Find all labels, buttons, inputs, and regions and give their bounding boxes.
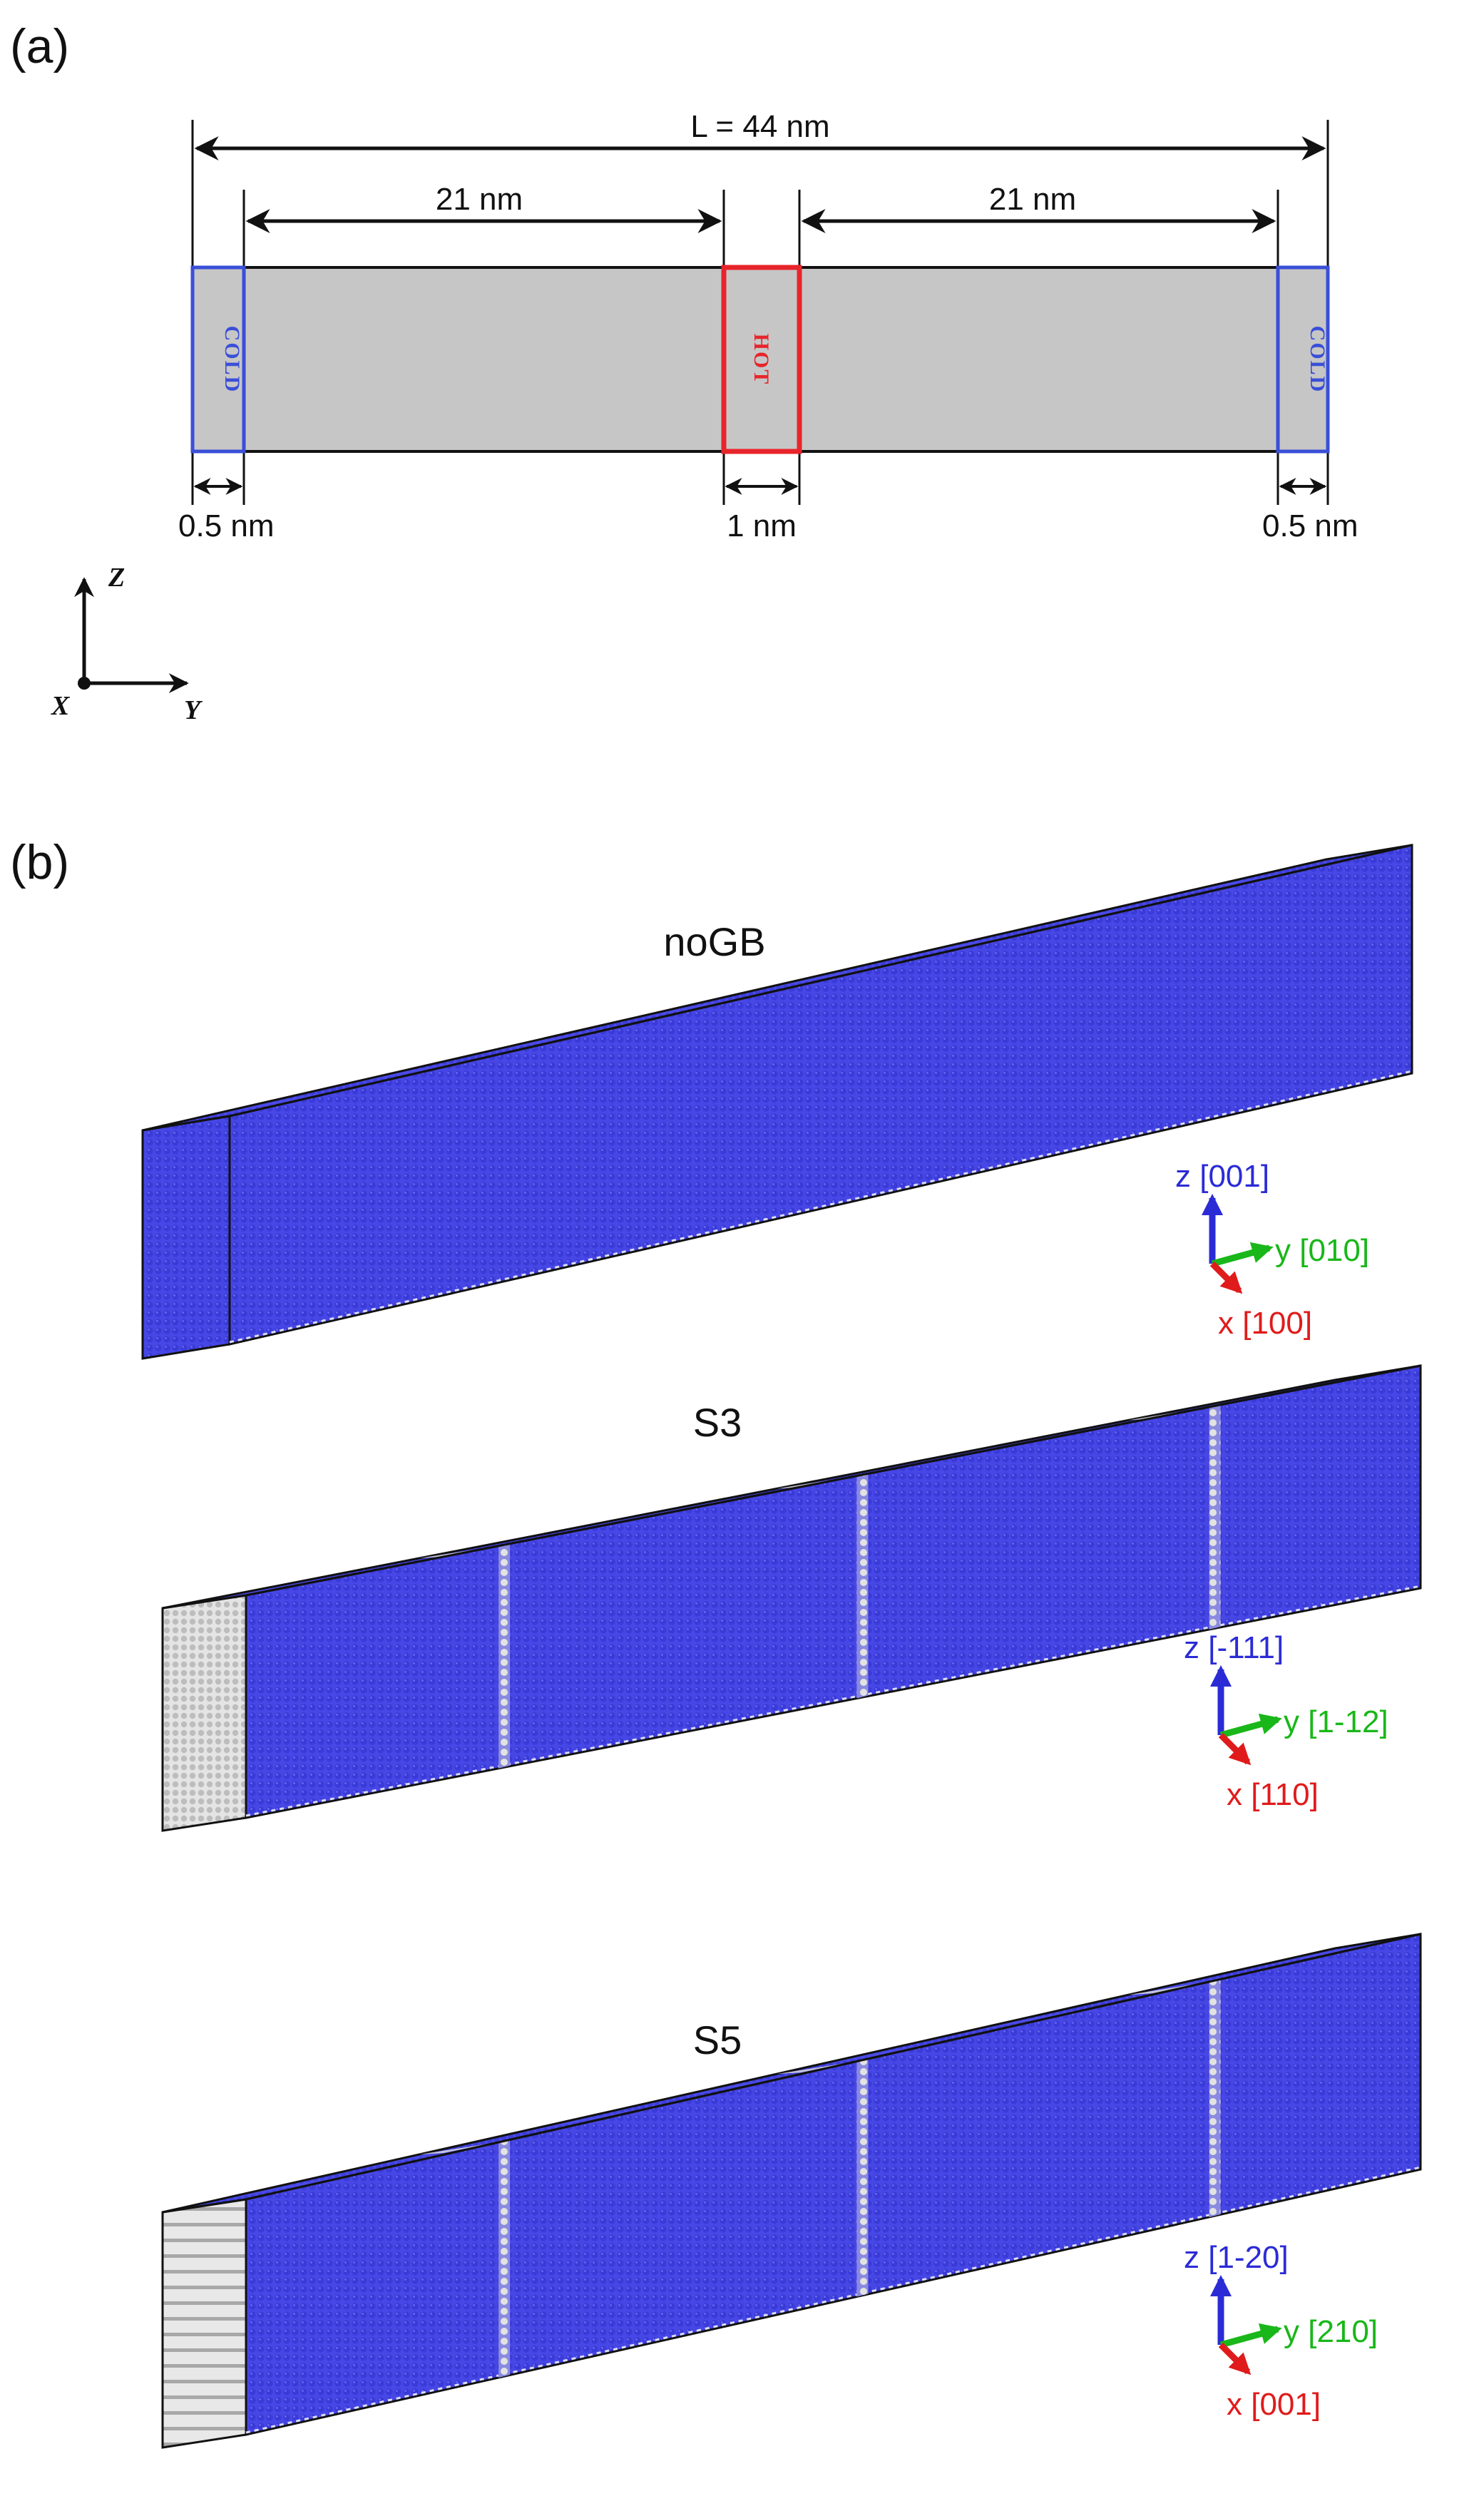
left-cold-zone [190, 265, 246, 454]
orientation-triad: z [-111] y [1-12] x [110] [1184, 1630, 1388, 1812]
hot-width-label: 1 nm [727, 508, 797, 543]
bottom-edge-highlight [245, 1585, 1421, 1817]
schematic: L = 44 nm 21 nm 21 nm COLD COLD HOT 0.5 … [51, 109, 1358, 725]
end-face [161, 1594, 247, 1832]
end-face [141, 1115, 231, 1360]
grain-boundary-side [498, 1543, 511, 1769]
triad-x-arrow [1218, 1732, 1252, 1766]
hot-tag: HOT [749, 334, 773, 386]
triad-y-label: y [1-12] [1284, 1704, 1388, 1739]
triad-y-label: y [210] [1284, 2314, 1378, 2349]
orientation-triad: z [1-20] y [210] x [001] [1184, 2240, 1378, 2422]
edge-outline [142, 844, 1413, 1132]
side-face [245, 1933, 1422, 2436]
panel-b-label: (b) [10, 835, 69, 889]
structure-name-label: S3 [693, 1400, 742, 1445]
triad-x-arrow [1218, 2342, 1252, 2375]
grain-boundary-side [856, 1473, 869, 1699]
triad-z-label: z [-111] [1184, 1630, 1284, 1665]
axis-x-label: X [51, 691, 71, 721]
triad-y-arrow [1219, 1713, 1282, 1739]
right-cold-zone [1276, 265, 1330, 454]
grain-boundary-side [498, 2139, 511, 2378]
right-cold-width-label: 0.5 nm [1262, 508, 1358, 543]
left-cold-width-label: 0.5 nm [178, 508, 275, 543]
triad-z-label: z [001] [1175, 1159, 1269, 1194]
orientation-triad: z [001] y [010] x [100] [1175, 1159, 1369, 1341]
panel-a-label: (a) [10, 19, 69, 73]
axis-z-label: Z [108, 563, 125, 593]
triad-z-label: z [1-20] [1184, 2240, 1289, 2275]
triad-x-label: x [001] [1227, 2387, 1321, 2422]
structure-S5: S5 z [1-20] y [210] x [001] [161, 1933, 1422, 2449]
triad-y-arrow [1211, 1242, 1274, 1267]
coordinate-axes: Z X Y [51, 563, 203, 725]
end-face [161, 2198, 247, 2449]
left-cold-tag: COLD [220, 326, 244, 394]
triad-x-label: x [110] [1227, 1777, 1319, 1812]
triad-y-label: y [010] [1275, 1233, 1369, 1268]
left-span-label: 21 nm [436, 182, 523, 217]
edge-outline [162, 1933, 1421, 2214]
right-span-label: 21 nm [989, 182, 1076, 217]
axis-y-label: Y [184, 695, 203, 725]
atomistic-structures: noGB z [001] y [010] x [100] S3 z [-111] y [1-… [141, 844, 1422, 2449]
structure-noGB: noGB z [001] y [010] x [100] [141, 844, 1413, 1360]
structure-name-label: noGB [663, 919, 765, 964]
hot-zone [721, 265, 802, 454]
triad-x-arrow [1209, 1261, 1243, 1294]
structure-S3: S3 z [-111] y [1-12] x [110] [161, 1364, 1422, 1832]
grain-boundary-side [1209, 1978, 1221, 2217]
grain-boundary-side [1209, 1403, 1221, 1630]
length-label: L = 44 nm [690, 109, 829, 144]
edge-outline [162, 1364, 1421, 1610]
side-face [228, 844, 1413, 1346]
side-face [245, 1364, 1422, 1819]
grain-boundary-side [856, 2058, 869, 2297]
triad-x-label: x [100] [1218, 1306, 1312, 1341]
structure-name-label: S5 [693, 2017, 742, 2062]
bottom-edge-highlight [229, 1070, 1413, 1344]
right-cold-tag: COLD [1306, 326, 1329, 394]
triad-y-arrow [1219, 2323, 1282, 2348]
bottom-edge-highlight [245, 2166, 1421, 2434]
